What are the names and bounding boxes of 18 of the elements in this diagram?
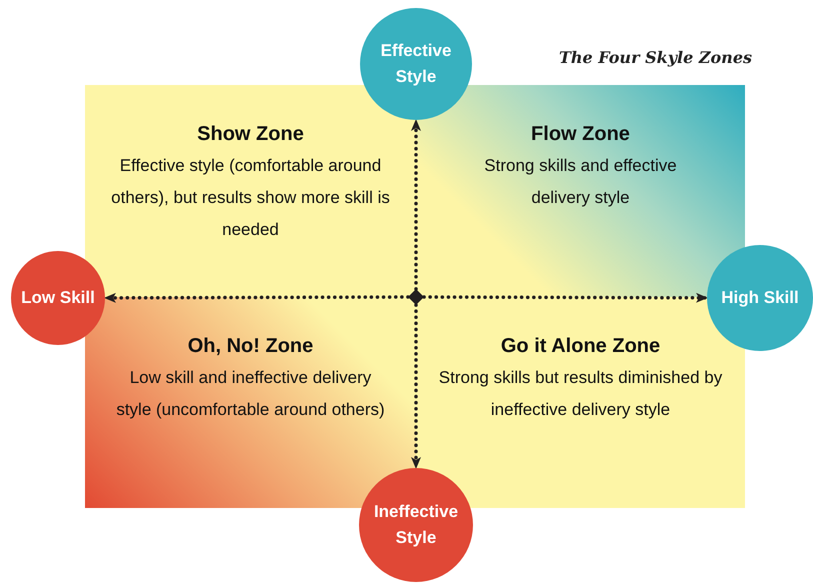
zone-description: Strong skills and effective delivery style (483, 155, 678, 209)
axis-label: High Skill (720, 287, 800, 309)
center-diamond (408, 289, 424, 305)
diagram-title: The Four Skyle Zones (558, 48, 752, 67)
zone-heading: Go it Alone Zone (500, 335, 660, 358)
dotted-arrow (411, 118, 421, 291)
dotted-arrow (422, 292, 709, 303)
axis-label: Ineffective Style (372, 501, 460, 549)
zone-description: Low skill and ineffective delivery style (uncomfortable around others) (116, 367, 386, 421)
zone-heading: Flow Zone (531, 123, 630, 146)
axis-label: Effective Style (380, 40, 452, 88)
axis-label: Low Skill (20, 287, 96, 309)
zone-description: Effective style (comfortable around others), but results show more skill is needed (110, 155, 391, 241)
zone-heading: Oh, No! Zone (188, 335, 314, 358)
dotted-arrow (411, 303, 421, 470)
dotted-arrow (103, 292, 410, 303)
zone-description: Strong skills but results diminished by ineffective delivery style (438, 367, 724, 421)
zone-heading: Show Zone (197, 123, 304, 146)
